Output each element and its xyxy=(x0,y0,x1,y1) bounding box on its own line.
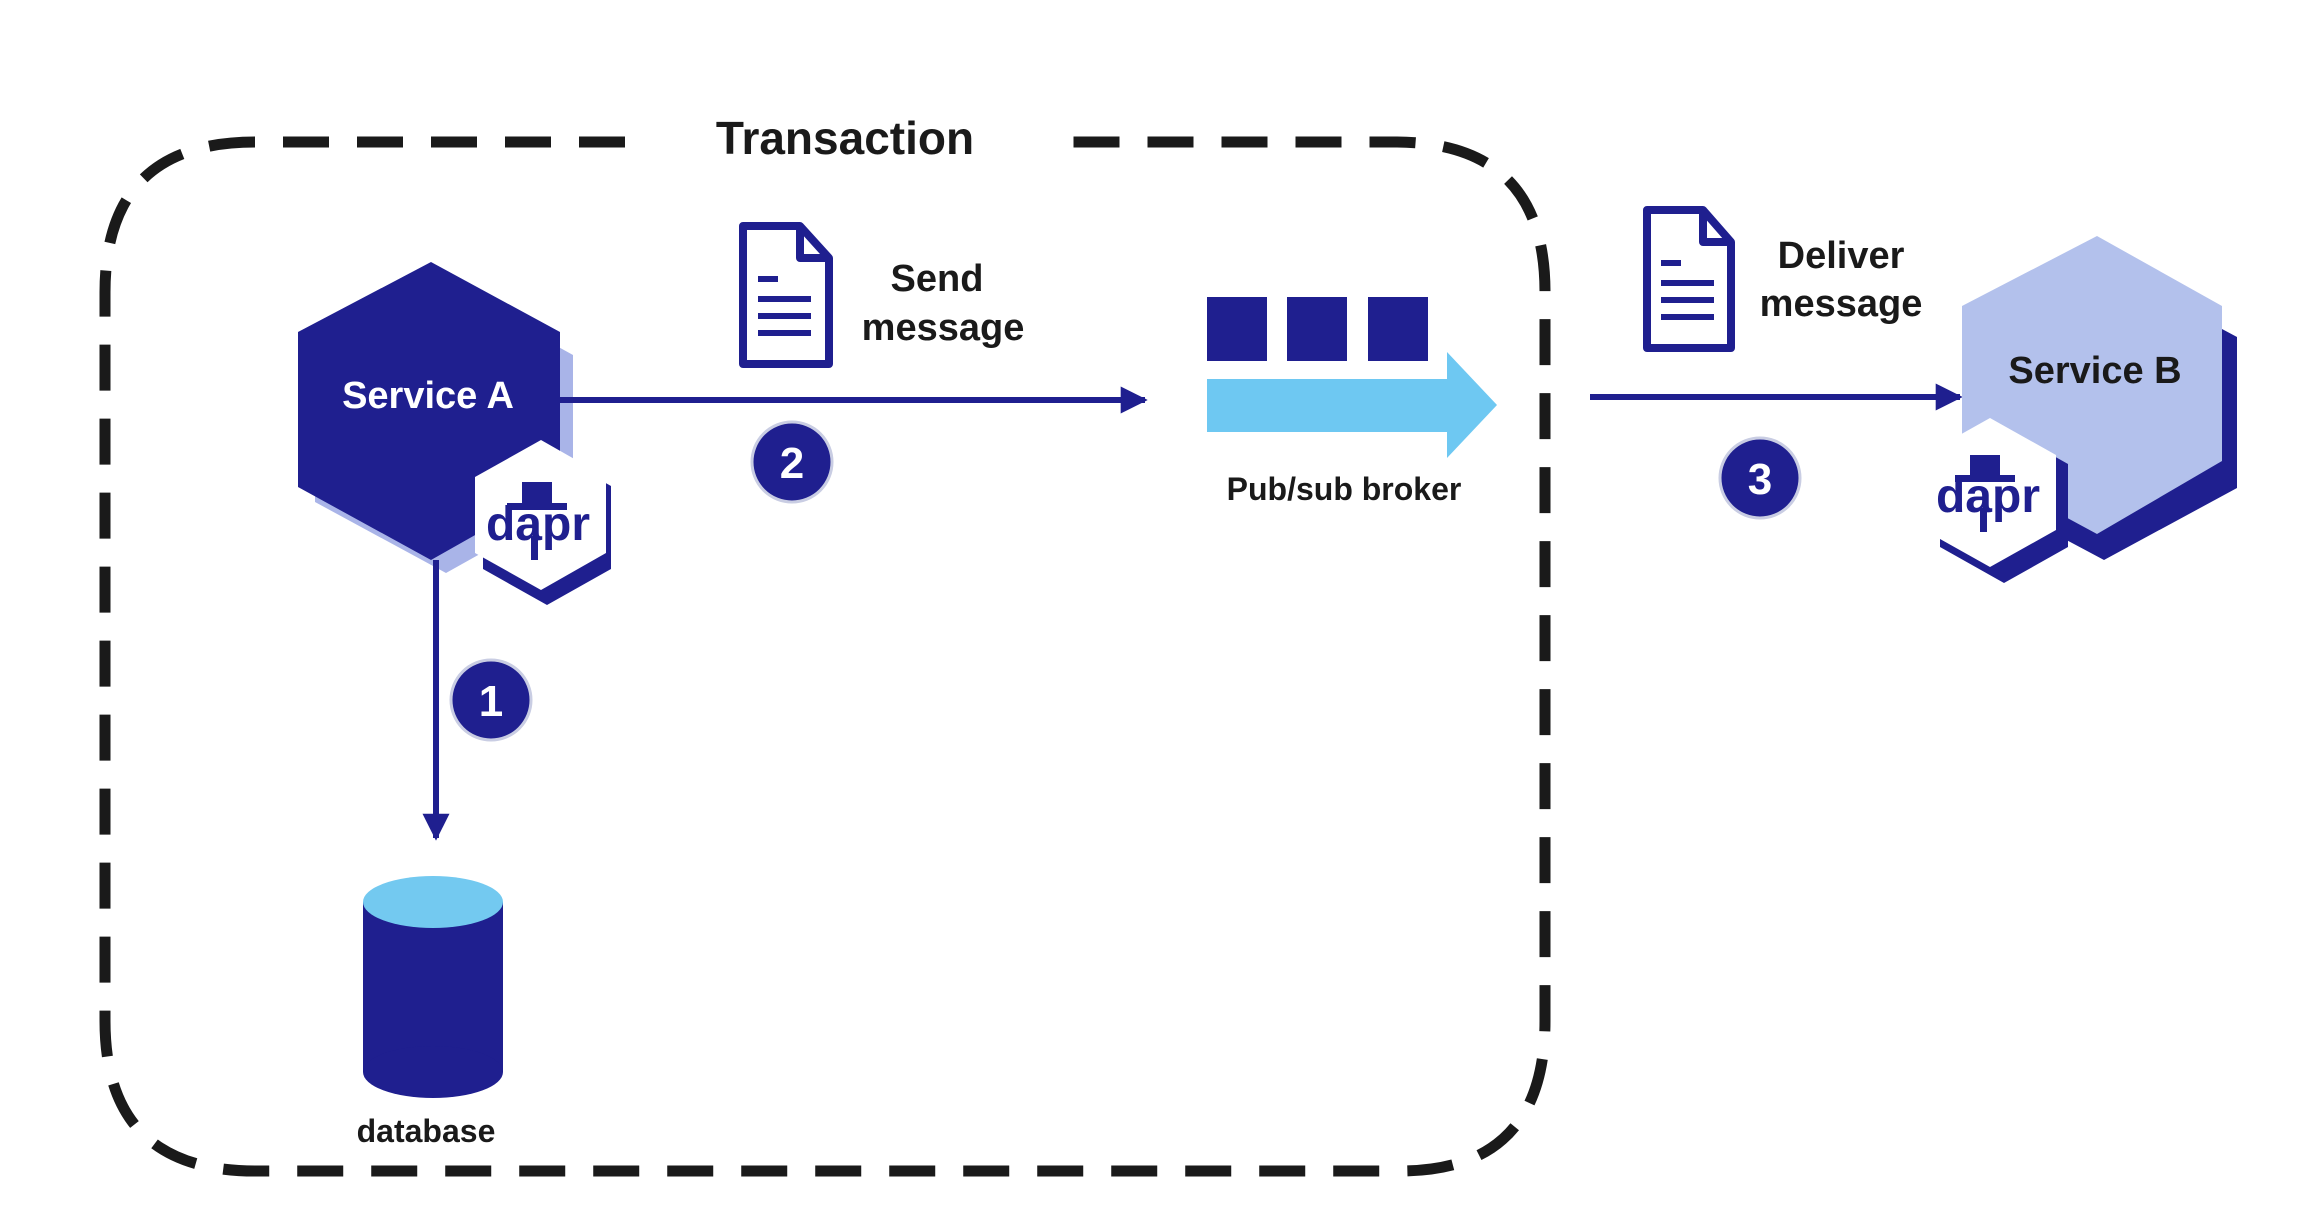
send-message-line1: Send xyxy=(891,258,984,300)
service-a-dapr-text: dapr xyxy=(486,498,590,551)
queue-icon xyxy=(1207,297,1428,361)
service-b-label: Service B xyxy=(2008,350,2181,392)
step-3-badge: 3 xyxy=(1718,436,1802,520)
queue-block-1 xyxy=(1207,297,1267,361)
dapr-logo-icon xyxy=(507,482,567,560)
service-b-dapr-sidecar: dapr xyxy=(1924,418,2068,583)
dapr-hex xyxy=(1924,418,2056,567)
send-message-line2: message xyxy=(862,307,1025,349)
step-3-number: 3 xyxy=(1748,455,1772,504)
transaction-boundary xyxy=(99,136,1551,1177)
deliver-message-line2: message xyxy=(1760,283,1923,325)
dapr-hex xyxy=(475,440,606,590)
broker-flow-arrow xyxy=(1207,352,1497,458)
database-icon xyxy=(363,876,503,1098)
deliver-message-document-icon xyxy=(1643,206,1735,352)
step-1-number: 1 xyxy=(479,677,503,726)
step-1-badge: 1 xyxy=(449,658,533,742)
transaction-label: Transaction xyxy=(716,112,974,164)
step-2-number: 2 xyxy=(780,439,804,488)
broker-label: Pub/sub broker xyxy=(1227,471,1462,507)
service-a-dapr-sidecar: dapr xyxy=(475,440,611,605)
deliver-message-line1: Deliver xyxy=(1778,235,1905,277)
service-a-label: Service A xyxy=(342,375,514,417)
dapr-logo-icon xyxy=(1955,455,2015,532)
service-b-dapr-text: dapr xyxy=(1936,470,2040,523)
send-message-document-icon xyxy=(739,222,833,368)
queue-block-3 xyxy=(1368,297,1428,361)
queue-block-2 xyxy=(1287,297,1347,361)
database-label: database xyxy=(357,1113,496,1149)
step-2-badge: 2 xyxy=(750,420,834,504)
